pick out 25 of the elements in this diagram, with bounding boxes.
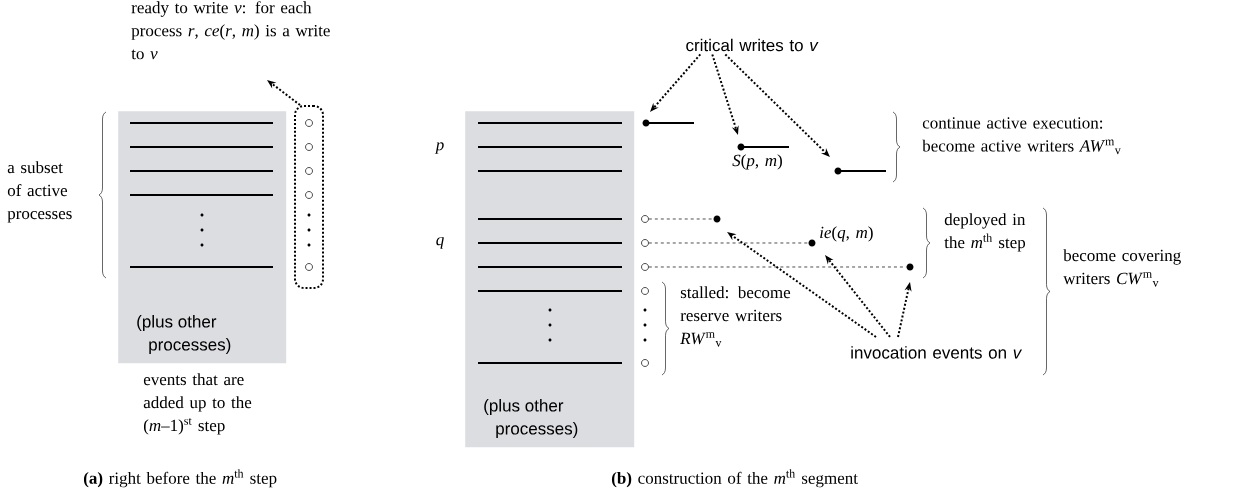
subfigure-caption: (a) right before the m$^{th}$ step: [83, 469, 277, 488]
group-label: become covering writers CW$^{m}$v: [1063, 249, 1181, 287]
dashed-line: [648, 242, 809, 244]
process-label: p: [434, 142, 444, 154]
group-label: continue active execution: become active writers AW$^{m}$v: [922, 117, 1121, 155]
annotation-text: ready to write v: for each process r, ce(r, m) is a write to v: [131, 1, 330, 60]
subfigure-caption: (b) construction of the m$^{th}$ segment: [611, 469, 858, 488]
arrow: [650, 53, 702, 112]
dashed-line: [648, 218, 714, 220]
side-label: a subset of active processes: [7, 161, 72, 223]
arrow: [727, 232, 877, 338]
arrow: [825, 255, 891, 338]
note-text: events that are added up to the (m–1)$^{st}$ step: [143, 373, 252, 435]
event-label: ie(q, m): [820, 226, 873, 242]
arrow: [724, 53, 830, 157]
group-label: stalled: become reserve writers RW$^{m}$v: [680, 286, 791, 347]
callout-text: critical writes to v: [686, 38, 819, 52]
arrow: [267, 80, 301, 106]
process-label: q: [436, 237, 444, 249]
event-label: S(p, m): [732, 154, 782, 170]
callout-text: invocation events on v: [851, 346, 1023, 359]
process-panel: (plus other processes): [465, 111, 635, 448]
dotted-group-outline: [294, 105, 324, 289]
process-panel: (plus other processes): [118, 111, 287, 364]
group-label: deployed in the m$^{th}$ step: [944, 213, 1026, 252]
